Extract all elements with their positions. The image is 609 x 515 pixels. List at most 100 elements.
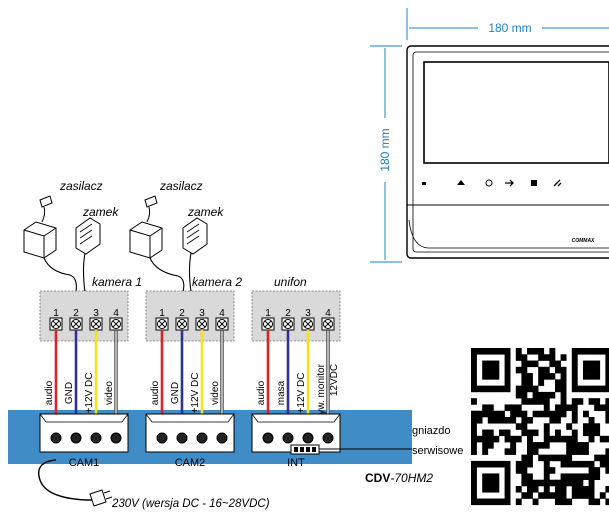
qr-module — [482, 479, 489, 487]
qr-module — [521, 398, 528, 405]
qr-module — [493, 348, 500, 355]
qr-module — [482, 385, 489, 393]
qr-module — [487, 473, 494, 481]
qr-module — [521, 473, 528, 481]
qr-module — [549, 354, 556, 361]
pin-number: 2 — [179, 308, 185, 319]
qr-module — [493, 435, 500, 443]
pin-number: 3 — [305, 308, 311, 319]
qr-module — [471, 354, 477, 361]
qr-module — [532, 348, 539, 355]
qr-module — [521, 373, 528, 380]
qr-module — [487, 404, 494, 412]
qr-module — [504, 448, 511, 455]
qr-module — [588, 348, 595, 355]
service-port-label-2: serwisowe — [412, 445, 463, 457]
qr-module — [588, 467, 595, 474]
qr-module — [549, 410, 556, 418]
qr-module — [605, 416, 609, 424]
connector-label-cam2: CAM2 — [175, 457, 206, 469]
qr-module — [605, 448, 609, 455]
qr-module — [499, 498, 505, 506]
qr-module — [471, 385, 477, 393]
qr-module — [487, 385, 494, 393]
qr-module — [577, 485, 584, 493]
qr-module — [588, 398, 595, 405]
qr-module — [605, 485, 609, 493]
pin-number: 3 — [199, 308, 205, 319]
qr-module — [487, 360, 494, 368]
connector-pin — [322, 432, 334, 444]
qr-module — [555, 385, 561, 393]
pin-number: 1 — [265, 308, 271, 319]
qr-module — [577, 448, 584, 455]
qr-module — [588, 460, 595, 468]
qr-module — [521, 423, 528, 430]
qr-module — [543, 410, 550, 418]
qr-module — [605, 348, 609, 355]
qr-module — [560, 473, 567, 481]
pin-number: 4 — [325, 308, 331, 319]
qr-module — [583, 429, 589, 437]
qr-module — [471, 460, 477, 468]
qr-module — [527, 473, 533, 481]
qr-module — [571, 473, 578, 481]
qr-module — [571, 404, 578, 412]
qr-module — [482, 498, 489, 506]
screw-slot — [92, 320, 100, 328]
qr-module — [560, 354, 567, 361]
screw-slot — [324, 320, 332, 328]
qr-module — [499, 410, 505, 418]
qr-module — [605, 366, 609, 374]
qr-module — [560, 373, 567, 380]
terminal-block — [145, 290, 235, 342]
qr-module — [515, 385, 522, 393]
qr-module — [566, 460, 573, 468]
model-prefix: CDV — [365, 471, 390, 485]
qr-module — [543, 435, 550, 443]
qr-module — [560, 391, 567, 399]
qr-module — [599, 460, 606, 468]
qr-module — [543, 485, 550, 493]
qr-module — [499, 460, 505, 468]
qr-module — [560, 498, 567, 506]
qr-module — [588, 435, 595, 443]
qr-module — [571, 492, 578, 499]
qr-module — [493, 366, 500, 374]
qr-module — [487, 410, 494, 418]
qr-module — [543, 460, 550, 468]
wire-label: video — [210, 381, 221, 405]
qr-module — [571, 354, 578, 361]
wire-label: masa — [276, 380, 287, 405]
qr-module — [471, 485, 477, 493]
wire-label-line-2: 12VDC — [329, 364, 340, 396]
power-icon — [485, 179, 493, 187]
qr-module — [476, 410, 483, 418]
qr-module — [577, 442, 584, 449]
connector-pin — [282, 432, 294, 444]
qr-module — [471, 429, 477, 437]
qr-module — [527, 360, 533, 368]
qr-module — [532, 385, 539, 393]
qr-module — [543, 473, 550, 481]
connector-pin — [302, 432, 314, 444]
qr-module — [571, 398, 578, 405]
qr-module — [527, 435, 533, 443]
qr-module — [504, 379, 511, 386]
screw-slot — [112, 320, 120, 328]
qr-module — [527, 485, 533, 493]
qr-module — [538, 348, 545, 355]
qr-module — [538, 479, 545, 487]
monitor-drawing: COMMAX — [406, 45, 609, 259]
qr-module — [560, 366, 567, 374]
qr-module — [482, 404, 489, 412]
qr-module — [605, 398, 609, 405]
qr-module — [527, 460, 533, 468]
connector-pin — [216, 432, 228, 444]
qr-module — [549, 360, 556, 368]
qr-module — [588, 423, 595, 430]
qr-module — [482, 410, 489, 418]
wire-label: audio — [150, 380, 161, 405]
qr-module — [594, 429, 601, 437]
qr-module — [583, 460, 589, 468]
